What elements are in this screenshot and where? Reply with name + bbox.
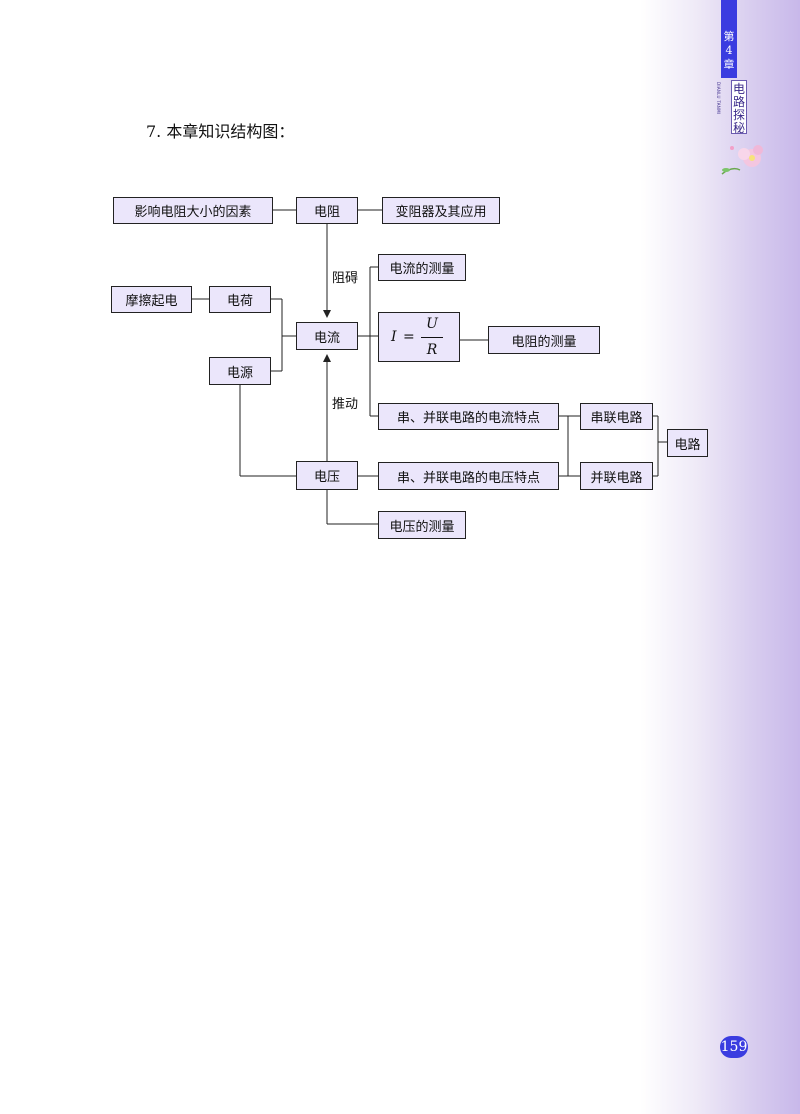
node-charge: 电荷 bbox=[209, 286, 271, 313]
node-circuit: 电路 bbox=[667, 429, 708, 457]
node-voltage: 电压 bbox=[296, 461, 358, 490]
page-number: 159 bbox=[720, 1036, 748, 1058]
node-source: 电源 bbox=[209, 357, 271, 385]
chapter-tab bbox=[721, 0, 737, 78]
section-heading: 7. 本章知识结构图： bbox=[146, 122, 295, 141]
edge-label-drive: 推动 bbox=[332, 397, 359, 412]
node-resistance-measure: 电阻的测量 bbox=[488, 326, 600, 354]
formula-numerator: U bbox=[426, 316, 438, 332]
node-voltage-measure: 电压的测量 bbox=[378, 511, 466, 539]
chapter-pinyin: DIANLU TANMI bbox=[716, 82, 721, 115]
flower-icon bbox=[721, 145, 763, 175]
node-series-circuit: 串联电路 bbox=[580, 403, 653, 430]
chapter-label: 第4章 bbox=[723, 30, 735, 71]
formula-lhs: I bbox=[391, 329, 397, 345]
node-series-parallel-current: 串、并联电路的电流特点 bbox=[378, 403, 559, 430]
chapter-title: 电路探秘 bbox=[731, 80, 747, 135]
formula-fraction-bar bbox=[421, 337, 443, 338]
node-rheostat: 变阻器及其应用 bbox=[382, 197, 500, 224]
node-resistance: 电阻 bbox=[296, 197, 358, 224]
formula-equals: = bbox=[403, 329, 415, 345]
node-friction: 摩擦起电 bbox=[111, 286, 192, 313]
node-parallel-circuit: 并联电路 bbox=[580, 462, 653, 490]
node-factors: 影响电阻大小的因素 bbox=[113, 197, 273, 224]
node-current: 电流 bbox=[296, 322, 358, 350]
formula-denominator: R bbox=[426, 342, 438, 358]
side-band bbox=[640, 0, 800, 1114]
node-series-parallel-voltage: 串、并联电路的电压特点 bbox=[378, 462, 559, 490]
node-current-measure: 电流的测量 bbox=[378, 254, 466, 281]
ohms-law-formula: I = U R bbox=[378, 312, 460, 362]
edge-label-hinder: 阻碍 bbox=[332, 271, 359, 286]
